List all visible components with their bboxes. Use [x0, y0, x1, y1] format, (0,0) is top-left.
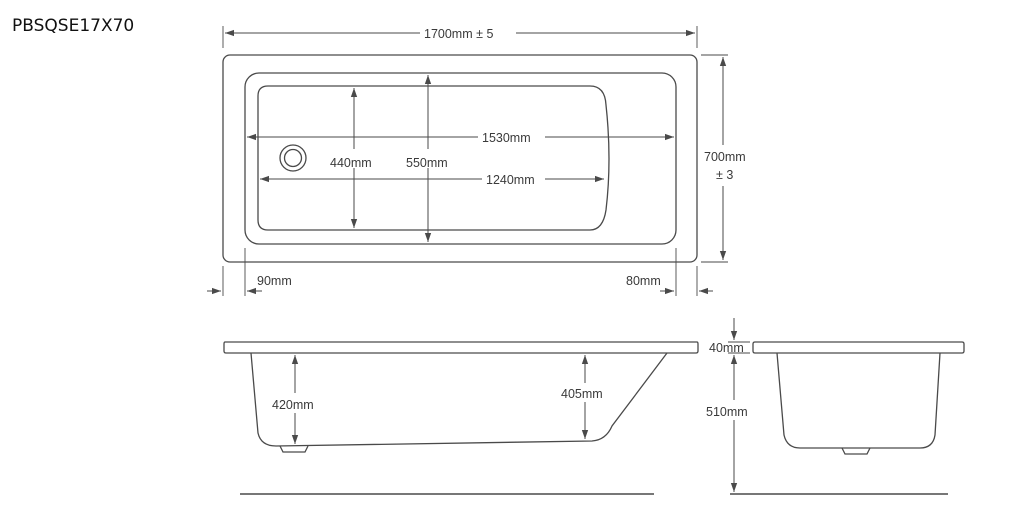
rim-thickness-label: 40mm	[709, 341, 744, 355]
side-elevation: 420mm 405mm	[223, 341, 699, 495]
rim-left-label: 90mm	[257, 274, 292, 288]
depth-right-label: 405mm	[561, 387, 603, 401]
inner-length-floor-label: 1240mm	[486, 173, 535, 187]
end-waste-foot	[841, 447, 871, 455]
side-rim	[223, 341, 699, 354]
side-waste-foot	[279, 445, 309, 453]
end-bath-body	[776, 352, 941, 449]
waste-outlet-icon	[279, 144, 307, 172]
plan-view: 1700mm ± 5 700mm ± 3 1530mm 1240mm 440mm…	[207, 26, 746, 296]
rim-right-label: 80mm	[626, 274, 661, 288]
inner-width-top-label: 550mm	[406, 156, 448, 170]
overall-width-label: 700mm	[704, 150, 746, 164]
end-rim	[752, 341, 965, 354]
overall-length-label: 1700mm ± 5	[424, 27, 493, 41]
plan-bath-floor	[257, 85, 610, 231]
overall-width-tolerance: ± 3	[716, 168, 733, 182]
side-bath-body	[250, 352, 668, 447]
inner-length-top-label: 1530mm	[482, 131, 531, 145]
inner-width-floor-label: 440mm	[330, 156, 372, 170]
model-code: PBSQSE17X70	[12, 16, 134, 36]
plan-outer-rim	[222, 54, 698, 263]
depth-left-label: 420mm	[272, 398, 314, 412]
end-elevation: 40mm 510mm	[706, 318, 965, 495]
end-height-label: 510mm	[706, 405, 748, 419]
plan-inner-top-edge	[244, 72, 677, 245]
